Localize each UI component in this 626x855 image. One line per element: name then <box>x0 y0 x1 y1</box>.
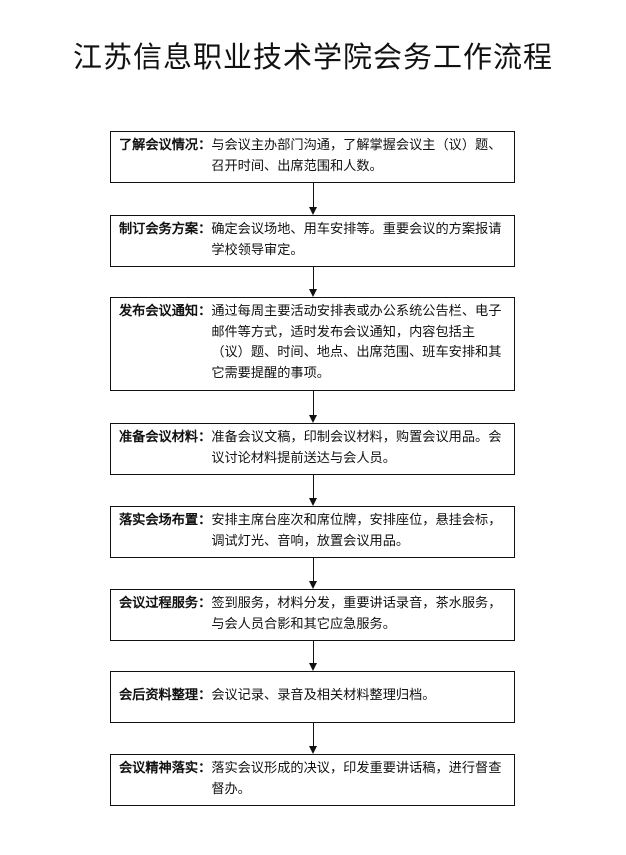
step-label: 会议精神落实： <box>119 761 212 776</box>
step-label: 会议过程服务： <box>119 596 212 611</box>
flow-step-6: 会议过程服务： 签到服务，材料分发，重要讲话录音，茶水服务，与会人员合影和其它应… <box>110 589 515 641</box>
step-label: 落实会场布置： <box>119 513 212 528</box>
step-text: 会议记录、录音及相关材料整理归档。 <box>211 688 436 703</box>
arrow-down-icon <box>309 415 317 423</box>
connector-line <box>313 267 314 289</box>
flow-step-7: 会后资料整理： 会议记录、录音及相关材料整理归档。 <box>110 671 515 723</box>
connector-line <box>313 558 314 581</box>
connector-line <box>313 475 314 498</box>
flow-step-4: 准备会议材料： 准备会议文稿，印制会议材料，购置会议用品。会议讨论材料提前送达与… <box>110 423 515 475</box>
connector-line <box>313 641 314 663</box>
connector-line <box>313 391 314 415</box>
flow-step-3: 发布会议通知： 通过每周主要活动安排表或办公系统公告栏、电子邮件等方式，适时发布… <box>110 297 515 391</box>
step-label: 准备会议材料： <box>119 430 212 445</box>
flow-step-1: 了解会议情况： 与会议主办部门沟通，了解掌握会议主（议）题、召开时间、出席范围和… <box>110 131 515 183</box>
arrow-down-icon <box>309 663 317 671</box>
step-label: 会后资料整理： <box>119 688 212 703</box>
step-label: 了解会议情况： <box>119 138 212 153</box>
step-text: 确定会议场地、用车安排等。重要会议的方案报请学校领导审定。 <box>211 222 502 258</box>
connector-line <box>313 183 314 207</box>
arrow-down-icon <box>309 498 317 506</box>
connector-line <box>313 723 314 746</box>
flow-step-2: 制订会务方案： 确定会议场地、用车安排等。重要会议的方案报请学校领导审定。 <box>110 215 515 267</box>
flow-step-8: 会议精神落实： 落实会议形成的决议，印发重要讲话稿，进行督查督办。 <box>110 754 515 806</box>
arrow-down-icon <box>309 289 317 297</box>
page-title: 江苏信息职业技术学院会务工作流程 <box>72 40 553 74</box>
step-text: 安排主席台座次和席位牌，安排座位，悬挂会标，调试灯光、音响，放置会议用品。 <box>211 513 502 549</box>
arrow-down-icon <box>309 207 317 215</box>
step-label: 发布会议通知： <box>119 304 212 319</box>
step-text: 落实会议形成的决议，印发重要讲话稿，进行督查督办。 <box>211 761 502 797</box>
step-text: 准备会议文稿，印制会议材料，购置会议用品。会议讨论材料提前送达与会人员。 <box>211 430 502 466</box>
step-text: 通过每周主要活动安排表或办公系统公告栏、电子邮件等方式，适时发布会议通知，内容包… <box>211 304 502 381</box>
step-text: 签到服务，材料分发，重要讲话录音，茶水服务，与会人员合影和其它应急服务。 <box>211 596 502 632</box>
step-text: 与会议主办部门沟通，了解掌握会议主（议）题、召开时间、出席范围和人数。 <box>211 138 502 174</box>
arrow-down-icon <box>309 746 317 754</box>
step-label: 制订会务方案： <box>119 222 212 237</box>
arrow-down-icon <box>309 581 317 589</box>
flow-step-5: 落实会场布置： 安排主席台座次和席位牌，安排座位，悬挂会标，调试灯光、音响，放置… <box>110 506 515 558</box>
